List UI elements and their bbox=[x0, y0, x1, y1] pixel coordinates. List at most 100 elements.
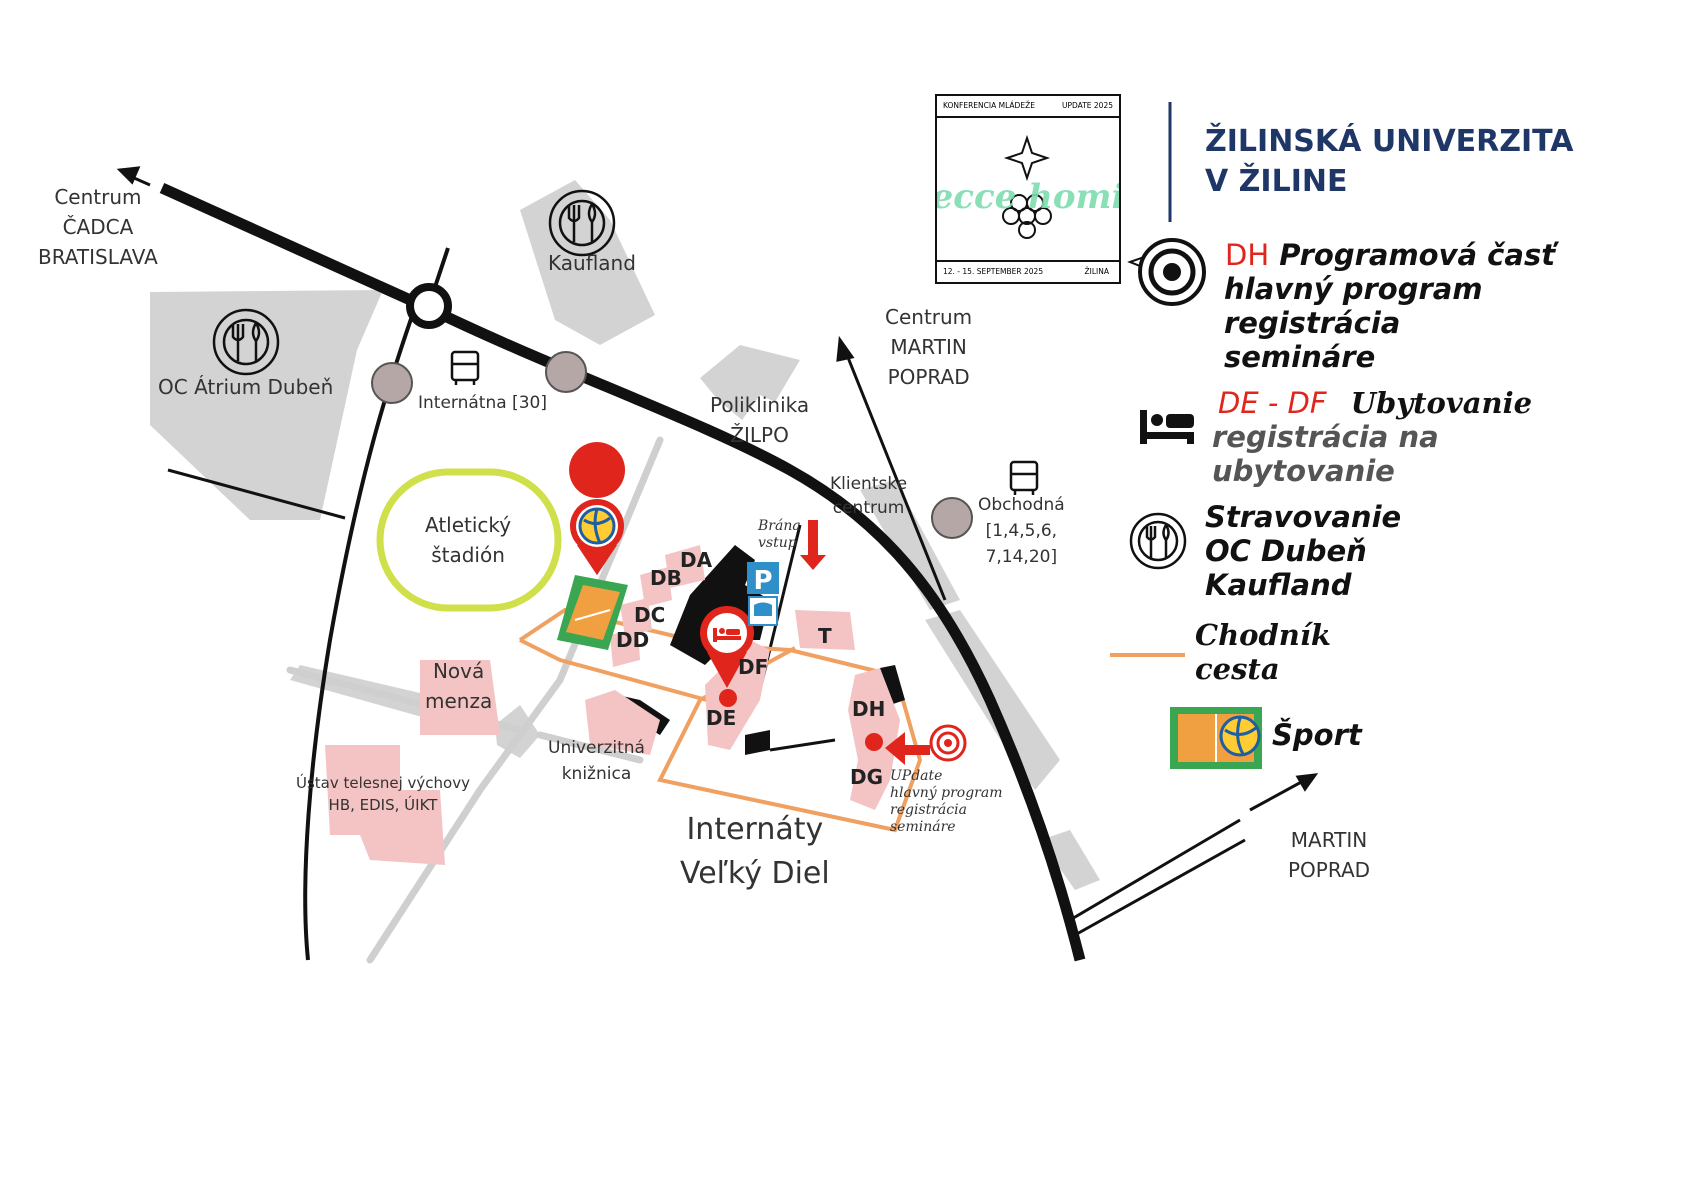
food1-outer bbox=[548, 189, 616, 257]
minor-street-3 bbox=[536, 731, 644, 764]
logo-top-left: KONFERENCIA MLÁDEŽE bbox=[943, 101, 1035, 110]
parking-sign: P bbox=[747, 562, 779, 626]
legend-food-line-2: OC Dubeň bbox=[1205, 534, 1367, 568]
dorm-de-df bbox=[705, 640, 770, 750]
legend-bed-head bbox=[1151, 414, 1163, 426]
legend-de: DE - DF Ubytovanie bbox=[1218, 386, 1532, 420]
legend-food-outer bbox=[1129, 512, 1187, 570]
road-east-south-2 bbox=[1074, 838, 1246, 937]
label-brana: Brána vstup bbox=[758, 518, 801, 552]
de-location-dot bbox=[719, 689, 737, 707]
legend-volleyball-seam bbox=[1224, 717, 1257, 755]
main-road-arc bbox=[159, 182, 1086, 962]
legend-dh-line-2: registrácia bbox=[1224, 306, 1401, 340]
logo-top-bar: KONFERENCIA MLÁDEŽE UPDATE 2025 bbox=[937, 96, 1119, 118]
block-dc: DC bbox=[634, 603, 666, 627]
road-west-line bbox=[167, 468, 346, 520]
road-east-south-1 bbox=[1069, 818, 1241, 922]
legend-sport-icon bbox=[1170, 707, 1262, 769]
bed-pin-tip bbox=[707, 652, 747, 688]
food2-inner bbox=[222, 318, 270, 366]
arrow-nw-head bbox=[116, 166, 141, 185]
legend-bed-frame bbox=[1140, 410, 1147, 444]
legend-food-line-1: Stravovanie bbox=[1205, 500, 1402, 534]
food1-inner bbox=[558, 199, 606, 247]
label-ustav-2: HB, EDIS, ÚIKT bbox=[328, 796, 438, 814]
legend-sport: Šport bbox=[1272, 718, 1362, 752]
grapes-icon bbox=[1002, 194, 1052, 239]
label-centrum-cadca-1: Centrum bbox=[54, 185, 142, 209]
legend-dh-code: DH bbox=[1225, 238, 1270, 272]
block-dg: DG bbox=[850, 765, 884, 789]
legend-bed-base bbox=[1140, 432, 1194, 439]
label-centrum-cadca-3: BRATISLAVA bbox=[38, 245, 158, 269]
label-internaty: Internáty Veľký Diel bbox=[680, 808, 830, 896]
legend-de-lines: registrácia na ubytovanie bbox=[1212, 420, 1439, 488]
legend-path: Chodník cesta bbox=[1195, 618, 1331, 686]
volleyball-seam bbox=[583, 508, 611, 544]
label-kaufland: Kaufland bbox=[548, 251, 636, 275]
legend-food-line-3: Kaufland bbox=[1205, 568, 1352, 602]
legend-food-inner bbox=[1137, 520, 1179, 562]
logo-bottom-left: 12. - 15. SEPTEMBER 2025 bbox=[943, 267, 1044, 276]
label-brana-1: Brána bbox=[758, 518, 801, 534]
dorm-da bbox=[665, 545, 705, 588]
dorm-blocks-pink bbox=[325, 545, 900, 865]
block-de: DE bbox=[706, 706, 737, 730]
label-internaty-1: Internáty bbox=[686, 812, 824, 847]
road-north-spur bbox=[432, 247, 450, 291]
dorm-db bbox=[640, 567, 672, 607]
kaufland-building bbox=[520, 180, 655, 345]
direction-arrows bbox=[116, 166, 1319, 812]
logo-sparkle bbox=[1003, 134, 1051, 182]
legend-dh-line-1: hlavný program bbox=[1224, 272, 1483, 306]
sport-pin-shape bbox=[569, 442, 626, 575]
stop-dot-2 bbox=[545, 351, 587, 393]
map-target-icon bbox=[929, 724, 967, 762]
nova-menza-building bbox=[420, 660, 500, 735]
south-building bbox=[1040, 830, 1100, 890]
label-stadion-1: Atletický bbox=[425, 513, 512, 537]
oc-atrium-building bbox=[150, 290, 383, 520]
university-name-2: V ŽILINE bbox=[1205, 164, 1348, 199]
label-obchodna-1: Obchodná bbox=[978, 495, 1065, 515]
ustav-building bbox=[325, 745, 445, 865]
dh-location-dot bbox=[865, 733, 883, 751]
kniznica-building bbox=[585, 690, 660, 755]
legend-dh: DH Programová časť bbox=[1225, 238, 1555, 272]
bed-pin bbox=[700, 606, 754, 688]
label-univ-kniznica-2: knižnica bbox=[561, 764, 632, 784]
label-ustav-1: Ústav telesnej výchovy bbox=[296, 774, 470, 792]
label-centrum-martin-2: MARTIN bbox=[890, 335, 967, 359]
label-stadion: Atletický štadión bbox=[425, 510, 511, 570]
bus-stop-dots bbox=[371, 351, 973, 539]
logo-bottom-right: ŽILINA bbox=[1084, 267, 1109, 276]
label-brana-2: vstup bbox=[758, 535, 797, 551]
label-nova-menza: Nová menza bbox=[425, 656, 492, 716]
bus-icon-obchodna bbox=[1009, 460, 1039, 495]
label-update-note-4: semináre bbox=[890, 819, 956, 835]
block-dh: DH bbox=[852, 697, 886, 721]
label-centrum-martin: Centrum MARTIN POPRAD bbox=[885, 302, 972, 392]
label-poliklinika-2: ŽILPO bbox=[730, 423, 789, 447]
arrow-se-head bbox=[1295, 773, 1319, 792]
label-update-note: UPdate hlavný program registrácia seminá… bbox=[890, 768, 1003, 836]
sport-pin-tip bbox=[577, 545, 617, 575]
parking-box bbox=[747, 562, 779, 594]
label-internaty-2: Veľký Diel bbox=[680, 856, 830, 891]
label-ustav: Ústav telesnej výchovy HB, EDIS, ÚIKT bbox=[296, 772, 470, 816]
label-centrum-cadca-2: ČADCA bbox=[62, 215, 134, 239]
logo-bottom-bar: 12. - 15. SEPTEMBER 2025 ŽILINA bbox=[937, 260, 1119, 282]
label-nova-menza-2: menza bbox=[425, 689, 493, 713]
label-klientske-2: centrum bbox=[832, 498, 905, 518]
legend-de-title: Ubytovanie bbox=[1350, 386, 1533, 420]
block-df: DF bbox=[738, 655, 769, 679]
court-net bbox=[574, 609, 611, 621]
label-poliklinika-1: Poliklinika bbox=[710, 393, 810, 417]
label-update-note-1: UPdate bbox=[890, 768, 943, 784]
label-centrum-cadca: Centrum ČADCA BRATISLAVA bbox=[38, 182, 158, 272]
block-db: DB bbox=[650, 566, 682, 590]
legend-dh-title: Programová časť bbox=[1279, 238, 1556, 272]
label-update-note-2: hlavný program bbox=[890, 785, 1003, 801]
